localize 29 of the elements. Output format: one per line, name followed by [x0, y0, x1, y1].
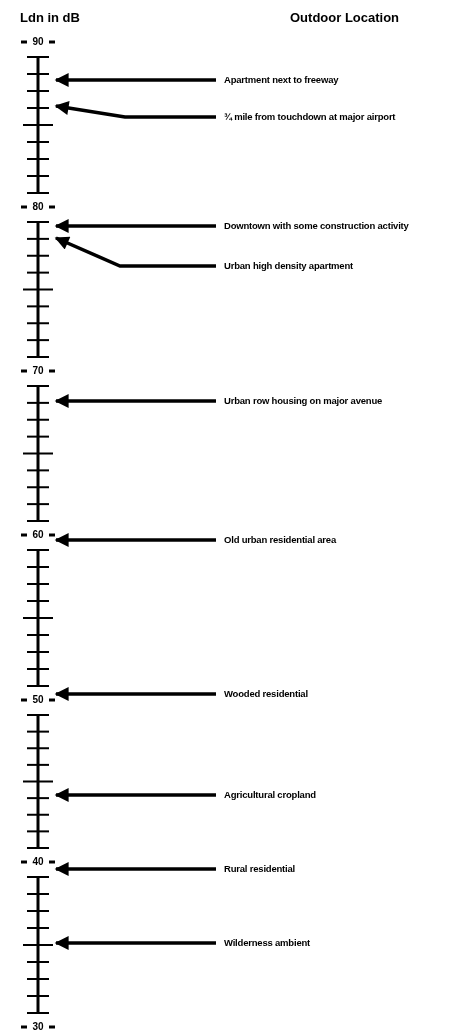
scale-value: 60 [31, 529, 45, 541]
location-label: Wilderness ambient [224, 937, 311, 949]
arrow [54, 236, 216, 268]
column-heading: Outdoor Location [290, 12, 400, 24]
column-heading: Ldn in dB [20, 12, 80, 24]
arrow [54, 101, 216, 119]
arrow [54, 219, 216, 233]
location-label: ¾ mile from touchdown at major airport [224, 111, 396, 123]
arrow [54, 687, 216, 701]
location-label: Urban row housing on major avenue [224, 395, 383, 407]
arrow [54, 936, 216, 950]
arrow [54, 73, 216, 87]
location-label: Downtown with some construction activity [224, 220, 409, 232]
location-label: Agricultural cropland [224, 789, 316, 801]
scale-value: 90 [31, 36, 45, 48]
location-label: Urban high density apartment [224, 260, 353, 272]
scale-value: 40 [31, 856, 45, 868]
location-label: Rural residential [224, 863, 296, 875]
arrow [54, 862, 216, 876]
scale-value: 70 [31, 365, 45, 377]
location-label: Old urban residential area [224, 534, 336, 546]
scale-value: 80 [31, 201, 45, 213]
arrow [54, 533, 216, 547]
location-label: Wooded residential [224, 688, 308, 700]
arrow [54, 788, 216, 802]
scale-value: 30 [31, 1021, 45, 1033]
scale-value: 50 [31, 694, 45, 706]
location-label: Apartment next to freeway [224, 74, 339, 86]
arrow [54, 394, 216, 408]
